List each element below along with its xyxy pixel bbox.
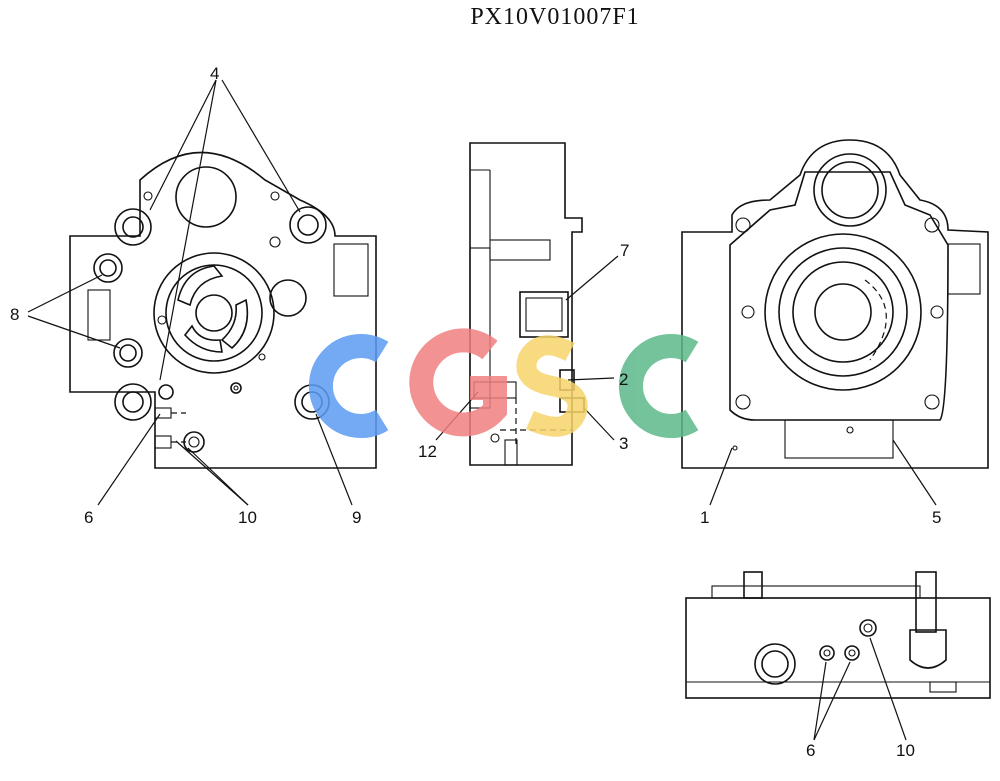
callout-8: 8 [10, 305, 19, 324]
callout-10-bottom: 10 [896, 741, 915, 760]
callout-labels: 4 8 6 10 9 7 2 3 12 1 5 6 10 [10, 64, 941, 760]
left-view-housing [69, 151, 377, 469]
watermark-letter-c1 [309, 334, 389, 438]
callout-5: 5 [932, 508, 941, 527]
callout-6: 6 [84, 508, 93, 527]
callout-3: 3 [619, 434, 628, 453]
callout-10: 10 [238, 508, 257, 527]
callout-7: 7 [620, 241, 629, 260]
watermark-letter-g [409, 328, 507, 437]
bottom-view-housing [685, 571, 991, 699]
callout-4: 4 [210, 64, 219, 83]
watermark-logo [309, 328, 699, 438]
callout-9: 9 [352, 508, 361, 527]
right-view-housing [681, 139, 989, 469]
callout-6-bottom: 6 [806, 741, 815, 760]
callout-2: 2 [619, 370, 628, 389]
diagram-title: PX10V01007F1 [470, 4, 640, 30]
watermark-letter-c2 [619, 334, 699, 438]
callout-12: 12 [418, 442, 437, 461]
leader-lines [27, 79, 937, 741]
callout-1: 1 [700, 508, 709, 527]
watermark-letter-s [516, 335, 588, 437]
